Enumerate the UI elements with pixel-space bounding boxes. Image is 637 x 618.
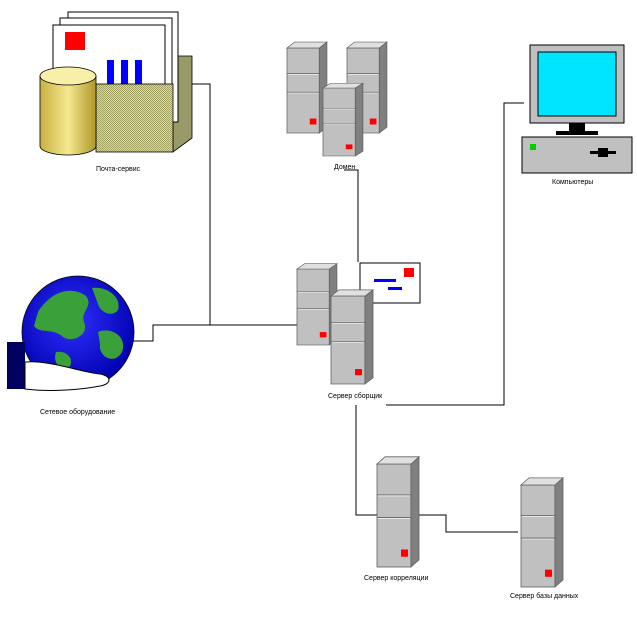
domain-label: Домен [334,164,355,171]
database-server-icon [520,477,564,588]
link-domain-to-collector [344,169,359,262]
link-network-to-collector [132,324,210,342]
connections [132,83,524,533]
desktop-computer-icon [521,44,633,174]
server-with-message-icon [296,262,421,385]
link-collector-to-correlation [355,405,378,516]
collector-server-label: Сервер сборщик [328,392,383,400]
correlation-server-label: Сервер корреляции [364,575,428,582]
link-correlation-to-database [418,514,518,533]
computers-label: Компьютеры [552,179,593,186]
link-computers-to-collector [386,102,524,406]
network-equipment-label: Сетевое оборудование [40,408,115,416]
globe-in-hand-icon [7,275,135,391]
database-server-label: Сервер базы данных [510,592,579,600]
mail-service-label: Почта-сервис [96,166,141,173]
server-cluster-icon [286,41,388,157]
mail-service-icon [39,11,193,156]
server-icon [376,456,420,568]
link-mail-to-collector [190,83,300,326]
